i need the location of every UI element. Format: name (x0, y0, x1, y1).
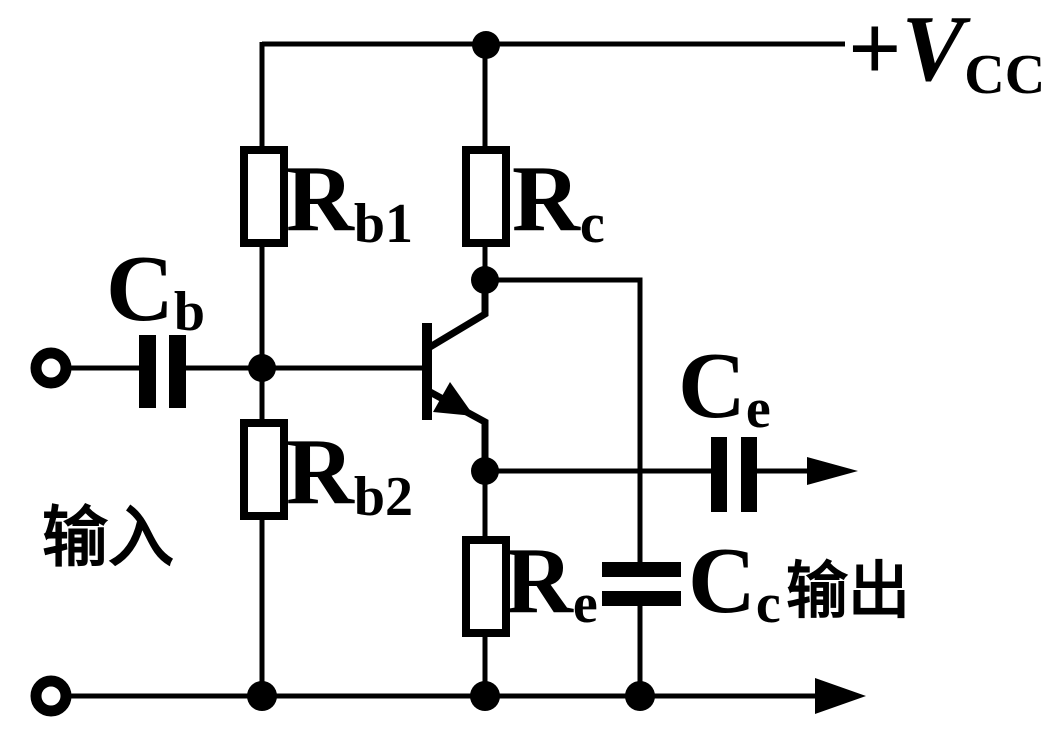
collector-to-cc-wire (485, 277, 643, 564)
transistor-emitter-arrow-icon (433, 382, 474, 416)
label-input: 输入 (42, 502, 174, 575)
cb-right-plate (169, 335, 186, 408)
ce-left-plate (711, 437, 727, 512)
wires (64, 41, 845, 699)
capacitor-cc (602, 562, 681, 606)
ce-subscript: e (746, 378, 771, 440)
junction-dot (472, 31, 500, 59)
transistor-npn (422, 278, 489, 472)
label-vcc: +VCC (848, 0, 1045, 106)
junction-dot (248, 354, 276, 382)
re-subscript: e (573, 573, 598, 635)
junction-dot (470, 681, 500, 711)
re-symbol: R (505, 529, 574, 633)
cc-bottom-plate (602, 591, 681, 606)
input-terminal-bottom (30, 675, 72, 717)
label-rb2: Rb2 (286, 420, 413, 528)
junction-dot (471, 266, 499, 294)
cc-symbol: C (688, 529, 756, 633)
output-arrow-bottom-icon (815, 678, 866, 714)
vcc-subscript: CC (964, 44, 1045, 106)
capacitor-ce (711, 437, 757, 512)
cc-top-plate (602, 562, 681, 577)
resistor-rc (462, 146, 510, 247)
vcc-plus-sign: + (848, 0, 902, 101)
label-ce: Ce (678, 334, 771, 440)
junction-dot (625, 681, 655, 711)
junction-dot (247, 681, 277, 711)
ce-symbol: C (678, 334, 746, 438)
rb2-subscript: b2 (354, 466, 413, 528)
resistor-re (462, 536, 510, 637)
ce-right-plate (741, 437, 757, 512)
rb1-subscript: b1 (354, 193, 413, 255)
cc-subscript: c (756, 573, 781, 635)
junction-dots (247, 31, 655, 711)
cb-subscript: b (174, 281, 205, 343)
label-output: 输出 (786, 557, 910, 626)
rc-subscript: c (580, 193, 605, 255)
junction-dot (471, 457, 499, 485)
cb-left-plate (139, 335, 156, 408)
label-re: Re (505, 529, 598, 635)
capacitor-cb (139, 335, 186, 408)
resistor-rb2 (240, 419, 288, 520)
rc-symbol: R (512, 147, 581, 251)
resistor-rb1 (240, 146, 288, 247)
label-cc: Cc (688, 529, 781, 635)
label-cb: Cb (106, 237, 205, 343)
rb2-symbol: R (286, 420, 355, 524)
label-rc: Rc (512, 147, 605, 255)
input-terminal-top (30, 347, 72, 389)
cb-symbol: C (106, 237, 174, 341)
label-rb1: Rb1 (286, 147, 413, 255)
transistor-base-bar (422, 323, 432, 420)
vcc-symbol: V (902, 0, 972, 101)
output-arrow-top-icon (807, 457, 858, 485)
rb1-symbol: R (286, 147, 355, 251)
